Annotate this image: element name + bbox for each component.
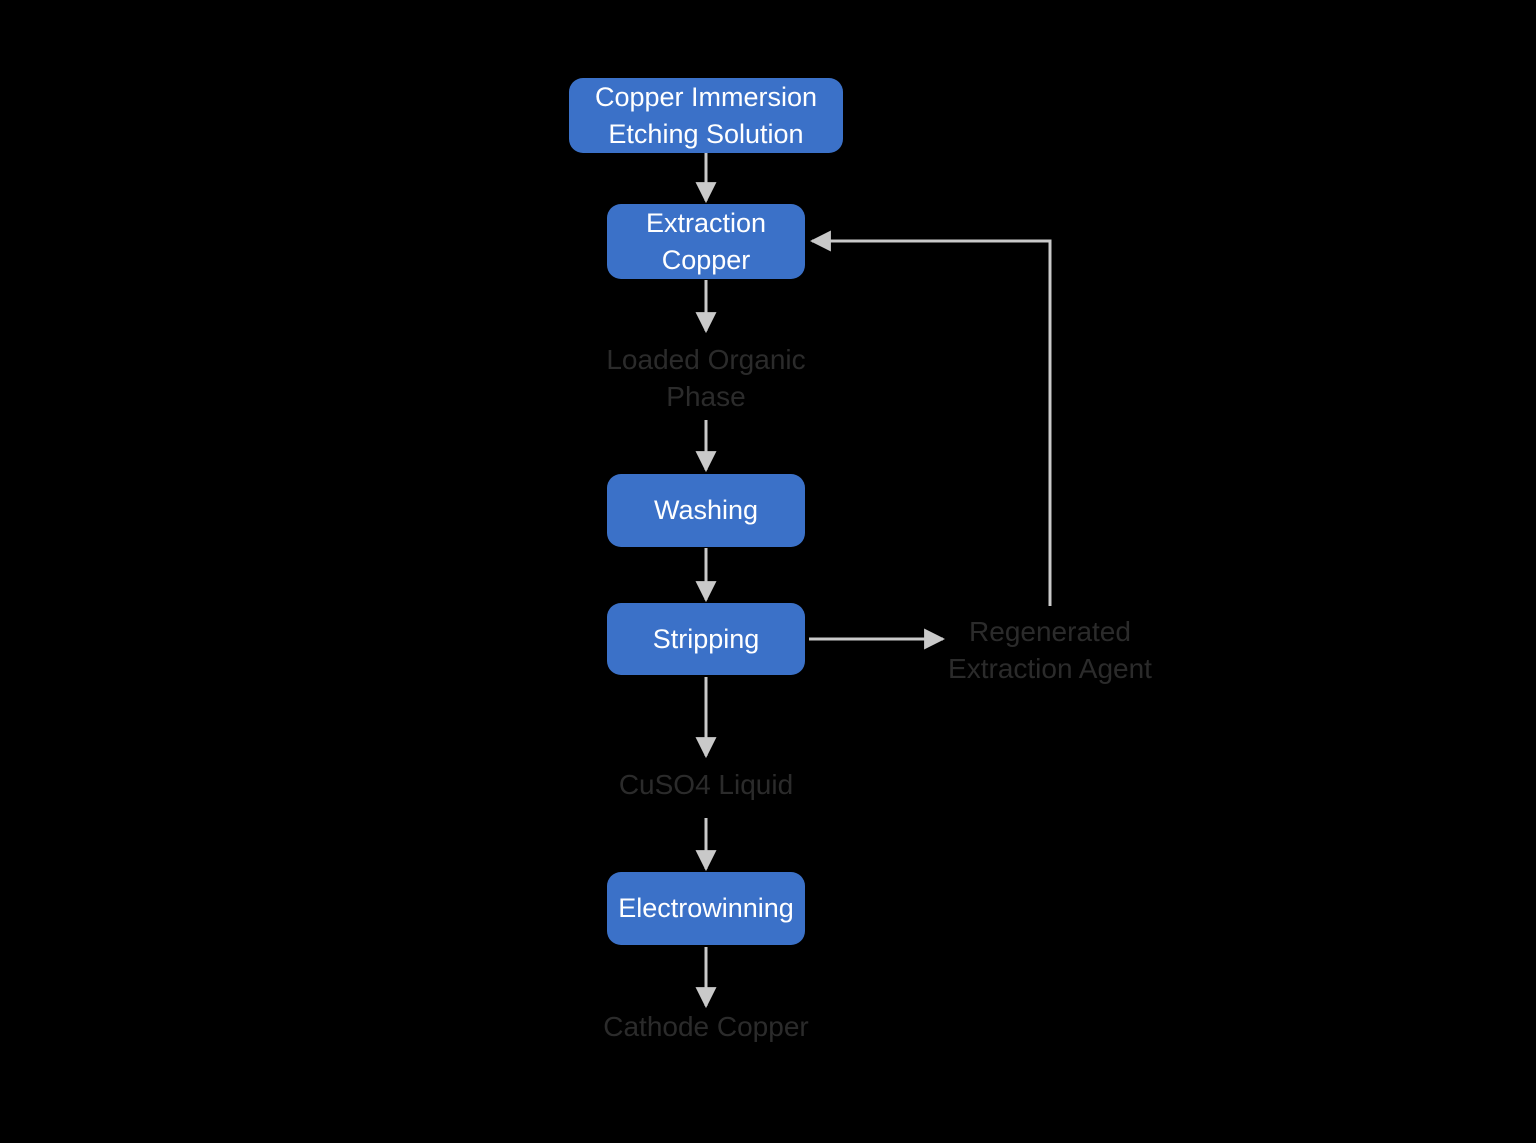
stream-label-cuso4-liquid: CuSO4 Liquid xyxy=(618,769,794,800)
node-washing: Washing xyxy=(607,474,805,547)
node-stripping: Stripping xyxy=(607,603,805,675)
arrow-regenerated-to-extraction-feedback xyxy=(809,230,1052,606)
node-label: Extraction Copper xyxy=(645,207,767,275)
node-copper-immersion-etching-solution: Copper Immersion Etching Solution xyxy=(569,78,843,153)
stream-label-regenerated-extraction-agent: Regenerated Extraction Agent xyxy=(948,616,1152,684)
stream-label-cathode-copper: Cathode Copper xyxy=(603,1011,809,1042)
node-label: Washing xyxy=(653,495,759,525)
node-electrowinning: Electrowinning xyxy=(607,872,805,945)
node-label: Electrowinning xyxy=(618,893,794,923)
node-label: Stripping xyxy=(652,623,760,654)
stream-label-loaded-organic-phase: Loaded Organic Phase xyxy=(606,344,806,412)
node-label: Copper Immersion Etching Solution xyxy=(594,81,818,149)
node-extraction-copper: Extraction Copper xyxy=(607,204,805,279)
